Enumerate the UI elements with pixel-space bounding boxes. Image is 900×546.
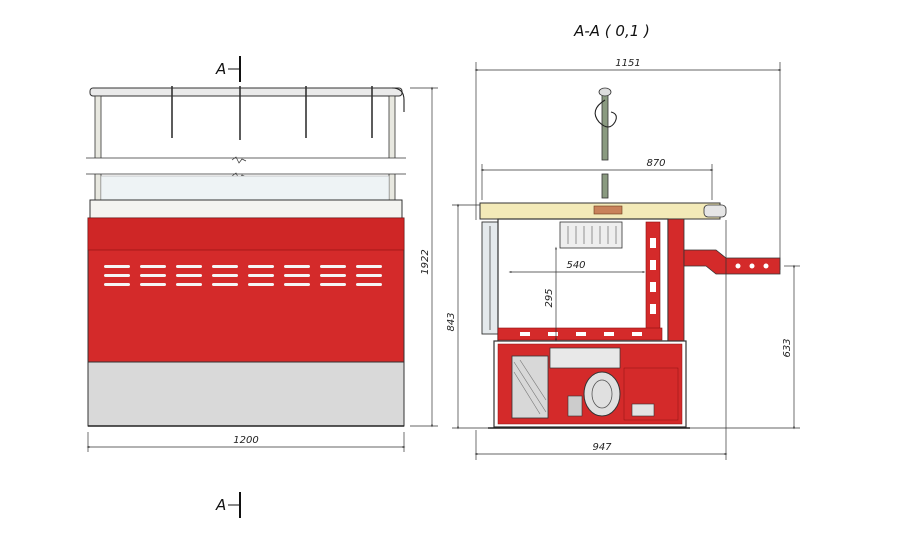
section-mark-top: A <box>215 60 226 78</box>
evaporator-fins <box>567 226 617 244</box>
vent-row-1 <box>104 265 382 268</box>
compressor <box>583 371 621 417</box>
break-band <box>86 156 406 180</box>
dim-inner-depth: 295 <box>544 246 557 342</box>
lower-panel <box>87 361 405 427</box>
dim-1200: 1200 <box>233 435 258 446</box>
dim-1922: 1922 <box>420 249 431 274</box>
dim-front-width: 1200 <box>86 432 406 452</box>
section-cut-top: A <box>215 56 241 82</box>
side-view: A-A ( 0,1 ) 1151 870 <box>446 22 800 460</box>
dim-633: 633 <box>782 338 793 357</box>
right-post <box>388 95 396 201</box>
vent-row-2 <box>104 274 382 277</box>
vent-row-3 <box>104 283 382 286</box>
dim-cabinet-height: 843 <box>446 203 490 430</box>
dim-540: 540 <box>566 260 585 271</box>
dim-base-width: 947 <box>474 220 728 460</box>
front-body-top-band <box>87 217 405 251</box>
fan-box <box>549 347 621 369</box>
hooks <box>171 86 373 140</box>
dim-overall-width: 1151 <box>474 58 782 270</box>
dim-inner-width: 540 <box>508 260 646 273</box>
dim-295: 295 <box>544 288 555 307</box>
section-title: A-A ( 0,1 ) <box>573 22 650 40</box>
dim-870: 870 <box>646 158 665 169</box>
front-view: A A 1200 1922 <box>86 56 438 518</box>
dim-tray-width: 870 <box>480 158 714 200</box>
section-cut-bottom: A <box>215 492 241 518</box>
evaporator-box <box>559 221 623 249</box>
section-mark-bottom: A <box>215 496 226 514</box>
dim-front-height: 1922 <box>410 86 438 428</box>
rear-outer-wall <box>667 218 685 344</box>
dim-1151: 1151 <box>615 58 640 69</box>
dim-947: 947 <box>592 442 612 453</box>
hook-detail <box>594 87 617 199</box>
dim-843: 843 <box>446 312 457 331</box>
tray-center <box>593 205 623 215</box>
counter-top <box>89 199 403 219</box>
rear-bracket <box>683 249 781 275</box>
left-post <box>94 95 102 201</box>
top-rail <box>89 87 403 97</box>
glass-panel <box>100 175 390 201</box>
side-counter-lip <box>703 204 727 218</box>
rail-bend <box>391 87 405 112</box>
dim-counter-height: 633 <box>690 264 800 430</box>
